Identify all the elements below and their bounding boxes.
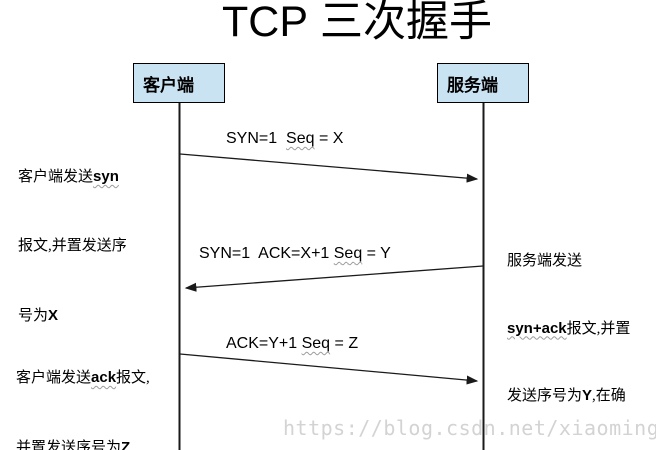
- server-actor-box: 服务端: [437, 63, 529, 103]
- syn-ack-arrow: [184, 265, 484, 292]
- annotation-line: 客户端发送ack报文,: [16, 369, 150, 386]
- annotation-line: 报文,并置发送序: [18, 238, 127, 254]
- annotation-line: 发送序号为Y,在确: [507, 387, 626, 404]
- client-actor-label: 客户端: [143, 75, 194, 95]
- ack-message-label: ACK=Y+1 Seq = Z: [226, 335, 359, 352]
- annotation-line: syn+ack报文,并置: [507, 319, 631, 337]
- annotation-line: 号为X: [18, 307, 59, 324]
- annotation-line: 客户端发送syn: [18, 168, 119, 185]
- client-syn-annotation: 客户端发送syn 报文,并置发送序 号为X: [18, 119, 127, 374]
- page-title: TCP 三次握手: [222, 0, 492, 49]
- server-synack-annotation: 服务端发送 syn+ack报文,并置 发送序号为Y,在确 认序号为X+1: [507, 205, 630, 450]
- annotation-line: 并置发送序号为Z,: [16, 439, 134, 450]
- title-latin: TCP: [222, 0, 308, 46]
- ack-arrow: [179, 353, 479, 385]
- watermark-url: https://blog.csdn.net/xiaoming100001: [283, 416, 656, 440]
- client-ack-annotation: 客户端发送ack报文, 并置发送序号为Z, 在确认序号为Y+1: [16, 320, 150, 450]
- client-actor-box: 客户端: [133, 63, 225, 103]
- title-cjk: 三次握手: [320, 0, 492, 46]
- syn-message-label: SYN=1 Seq = X: [226, 130, 344, 147]
- syn-ack-message-label: SYN=1 ACK=X+1 Seq = Y: [199, 245, 391, 262]
- server-actor-label: 服务端: [447, 75, 498, 95]
- annotation-line: 服务端发送: [507, 253, 583, 269]
- syn-arrow: [179, 153, 479, 183]
